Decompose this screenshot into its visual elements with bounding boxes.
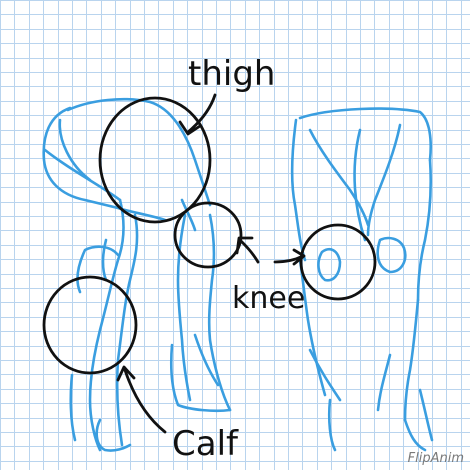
knee-circle-right	[299, 223, 377, 301]
knee-arrow-left	[235, 236, 260, 264]
thigh-arrow	[178, 93, 217, 136]
thigh-circle	[98, 96, 212, 224]
left-leg-figure	[42, 97, 232, 452]
knee-label: knee	[232, 281, 305, 316]
calf-arrow	[116, 365, 167, 434]
right-leg-figure	[290, 107, 434, 452]
annotation-circles	[42, 96, 377, 375]
calf-label: Calf	[172, 424, 239, 464]
thigh-label: thigh	[188, 54, 275, 94]
knee-arrow-right	[273, 248, 306, 266]
knee-circle-left	[173, 201, 243, 269]
watermark: FlipAnim	[407, 451, 464, 466]
annotation-arrows	[116, 93, 306, 434]
calf-circle	[42, 275, 138, 375]
